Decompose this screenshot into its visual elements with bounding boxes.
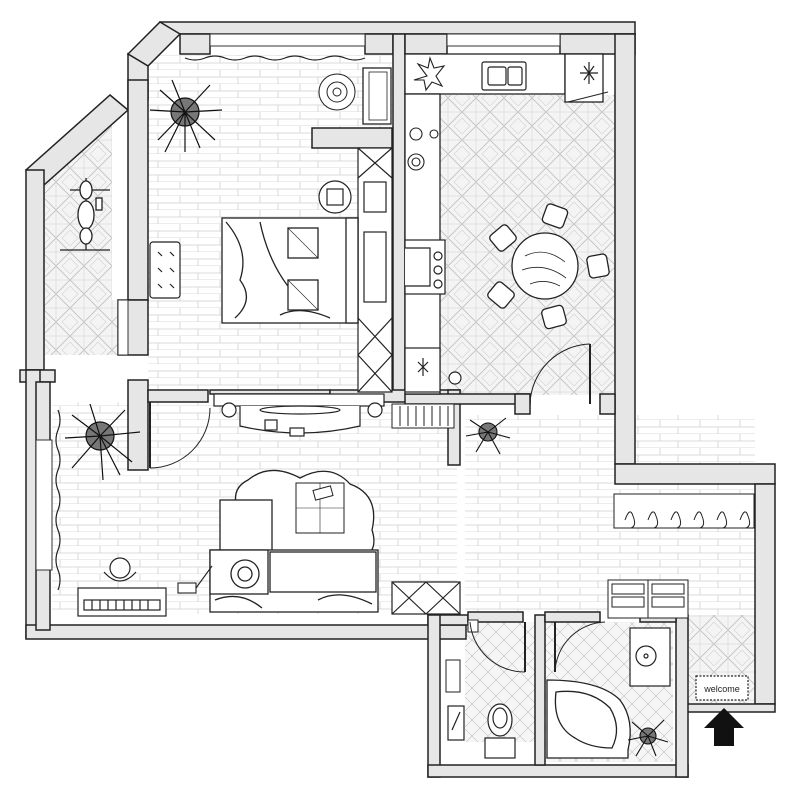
hallway-side-table: [445, 619, 479, 693]
fridge-icon: [567, 62, 609, 103]
washbasin-icon[interactable]: [629, 627, 671, 687]
desk-icon[interactable]: [213, 393, 385, 437]
round-rug-icon: [318, 73, 356, 111]
curtain-living: [55, 409, 61, 591]
living-door[interactable]: [149, 402, 211, 469]
coffee-table-icon: [295, 482, 345, 534]
tv-cabinet-icon: [391, 581, 461, 615]
sofa-icon[interactable]: [209, 549, 379, 613]
armchair-icon[interactable]: [219, 499, 273, 553]
doormat: welcome: [695, 675, 749, 701]
kitchen-sink-icon[interactable]: [481, 61, 527, 91]
kitchen-door[interactable]: [529, 343, 591, 405]
curtain-bedroom: [184, 55, 366, 61]
bedroom-plant-icon: [149, 79, 223, 153]
bathroom-door[interactable]: [554, 621, 606, 673]
floor-lamp-icon: [177, 565, 213, 594]
bed-icon[interactable]: [221, 217, 359, 324]
nightstand-lamp-icon: [318, 180, 352, 214]
toilet-door[interactable]: [469, 621, 526, 673]
kitchen-plant-icon: [413, 56, 446, 92]
shoe-rack-icon: [607, 579, 689, 619]
living-plant-icon: [64, 403, 141, 481]
bathroom-plant-icon: [627, 719, 669, 757]
waste-bin-icon: [404, 347, 462, 393]
exercise-bike-icon: [60, 178, 110, 251]
toilet-sink-icon: [447, 705, 465, 741]
coat-hook-icon: [613, 493, 755, 529]
ottoman-icon: [149, 241, 181, 299]
entrance-arrow-icon: [704, 708, 744, 746]
toilet-icon[interactable]: [484, 703, 516, 759]
bedroom-closet: [357, 147, 393, 393]
windows: [35, 33, 561, 571]
cookware-icon: [407, 127, 439, 171]
piano-icon[interactable]: [77, 557, 167, 617]
doormat-label: welcome: [703, 684, 740, 694]
dining-table-icon[interactable]: [486, 203, 610, 330]
hallway-plant-icon: [465, 417, 511, 455]
bookshelf-icon: [391, 403, 455, 429]
stove-icon[interactable]: [404, 239, 446, 295]
walls: [19, 21, 776, 778]
bathtub-icon[interactable]: [546, 679, 631, 759]
